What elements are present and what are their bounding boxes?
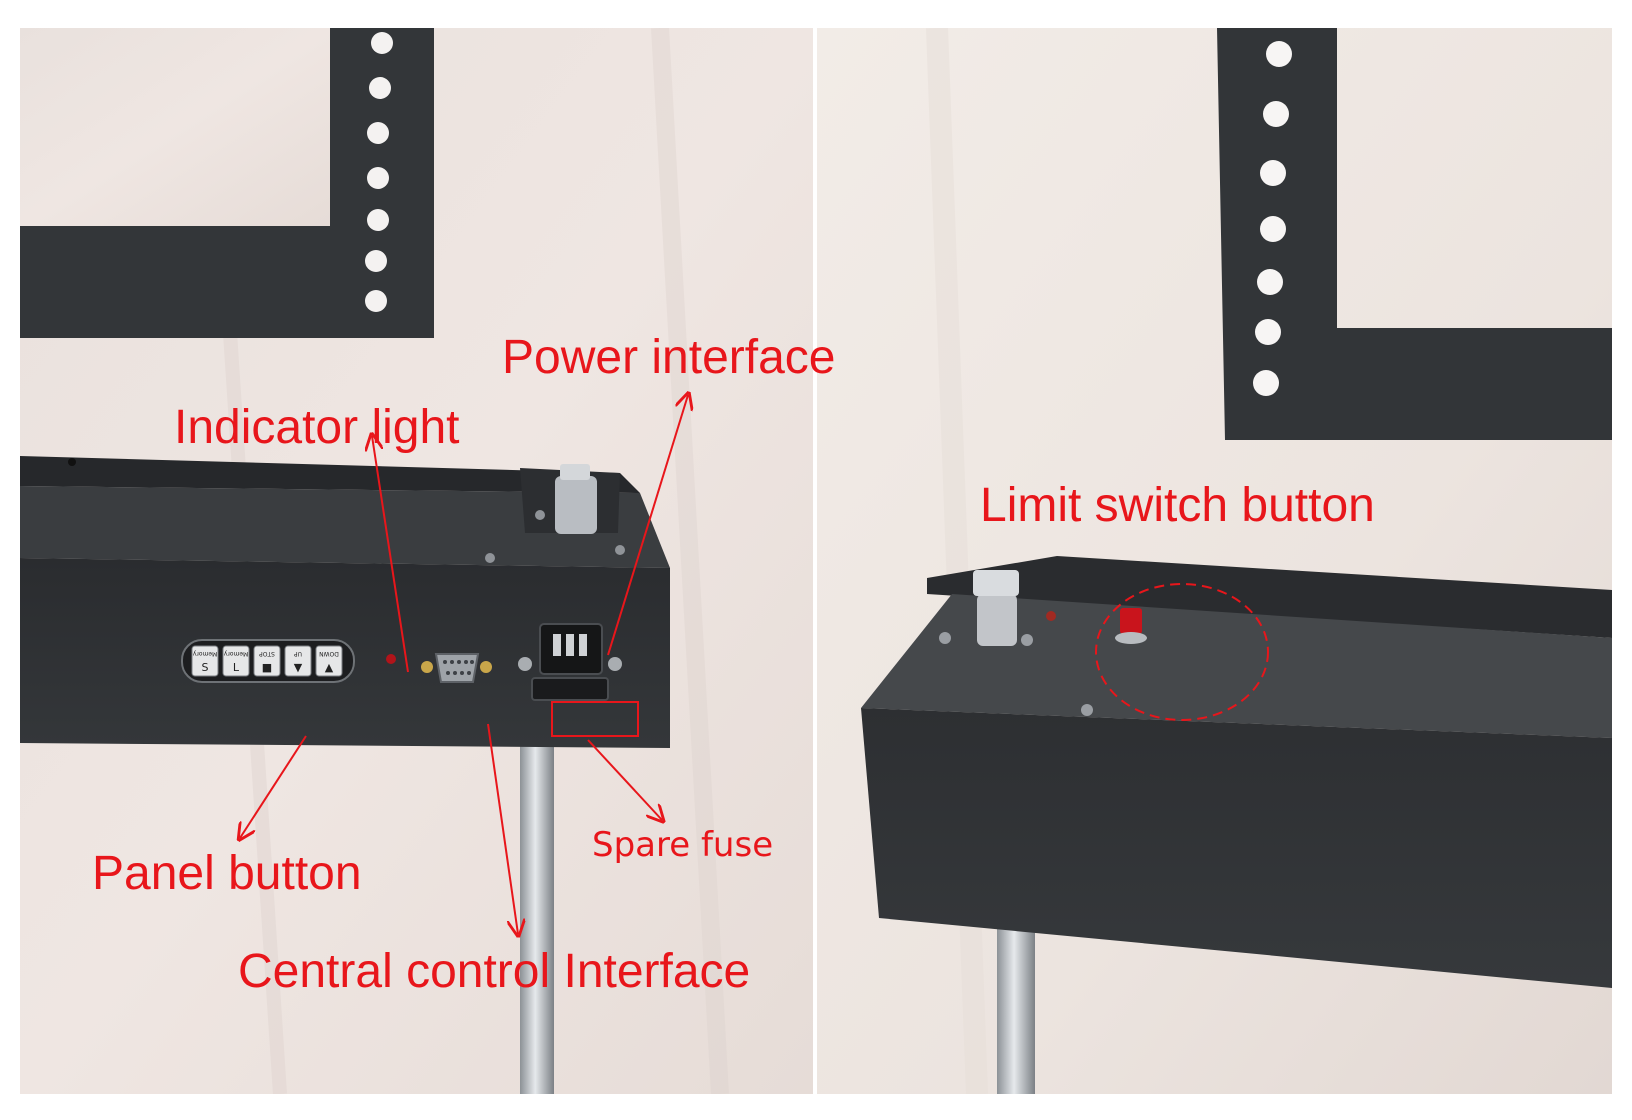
panel-key-text: DOWN bbox=[319, 650, 339, 657]
control-box-housing bbox=[20, 456, 670, 748]
support-pole bbox=[997, 928, 1035, 1094]
panel-key-text: STOP bbox=[259, 650, 275, 657]
spare-fuse-label: Spare fuse bbox=[592, 825, 774, 865]
panel-key-text: Memory bbox=[223, 650, 248, 657]
panel-key: STOP ■ bbox=[253, 645, 281, 677]
panel-key-text: UP bbox=[294, 650, 302, 657]
panel-key-glyph: ▼ bbox=[294, 661, 303, 674]
indicator-led bbox=[386, 654, 396, 664]
panel-key-glyph: ▲ bbox=[325, 661, 334, 674]
mounting-bracket bbox=[20, 28, 434, 338]
indicator-light-label: Indicator light bbox=[174, 401, 460, 454]
right-photo-illustration bbox=[817, 28, 1612, 1094]
panel-key: DOWN ▲ bbox=[315, 645, 343, 677]
panel-key-glyph: ■ bbox=[262, 661, 272, 674]
panel-key-glyph: S bbox=[202, 661, 209, 674]
mounting-bracket bbox=[1217, 28, 1612, 440]
iec-power-socket bbox=[518, 623, 622, 701]
central-control-interface-label: Central control Interface bbox=[238, 945, 751, 998]
panel-button-label: Panel button bbox=[92, 847, 362, 900]
db9-connector bbox=[421, 653, 492, 683]
panel-key: UP ▼ bbox=[284, 645, 312, 677]
control-box-housing bbox=[861, 556, 1612, 988]
limit-switch-button-label: Limit switch button bbox=[980, 479, 1375, 532]
support-pole bbox=[520, 743, 554, 1094]
power-interface-label: Power interface bbox=[502, 331, 836, 384]
panel-key-text: Memory bbox=[192, 650, 217, 657]
panel-key-glyph: L bbox=[233, 661, 240, 674]
right-photo-panel bbox=[817, 28, 1612, 1094]
